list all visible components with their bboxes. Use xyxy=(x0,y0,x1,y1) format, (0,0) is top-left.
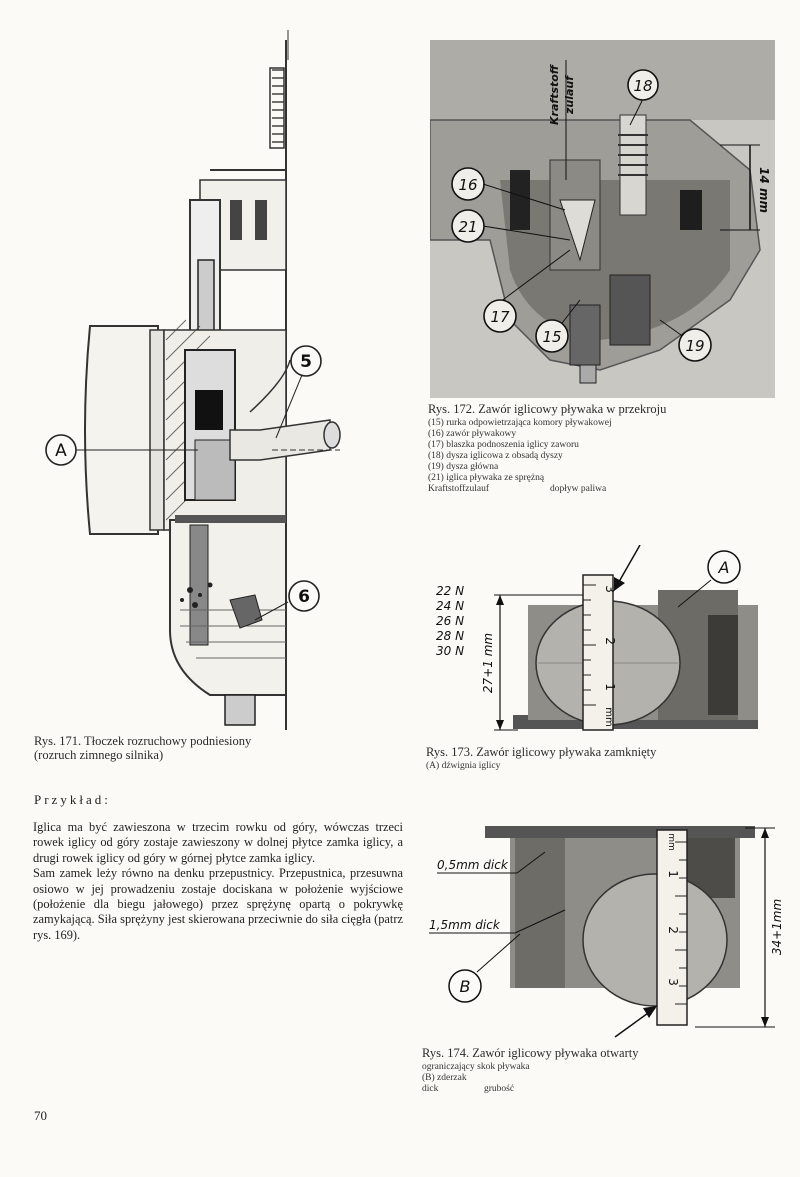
scale-mark: 3 xyxy=(666,978,680,986)
example-body: Iglica ma być zawieszona w trzecim rowku… xyxy=(33,820,403,943)
scale-mark: 1 xyxy=(666,870,680,878)
fig171-caption: Rys. 171. Tłoczek rozruchowy podniesiony… xyxy=(34,734,354,762)
page-number: 70 xyxy=(34,1108,47,1123)
example-heading: Przykład: xyxy=(34,792,111,807)
legend-item: ograniczający skok pływaka xyxy=(422,1062,530,1072)
fig174-legend: ograniczający skok pływaka (B) zderzak d… xyxy=(422,1062,782,1095)
legend-item: (17) blaszka podnoszenia iglicy zaworu xyxy=(428,440,579,450)
needle-size: 22 N xyxy=(436,584,464,598)
scale-mark: 1 xyxy=(603,683,617,691)
needle-size: 26 N xyxy=(436,614,464,628)
fig172-label-19: 19 xyxy=(685,337,704,355)
fig172-label-17: 17 xyxy=(490,308,510,326)
scale-mark: 3 xyxy=(603,585,617,593)
fig173-label-a: A xyxy=(718,558,730,577)
legend-def: dopływ paliwa xyxy=(550,484,607,494)
legend-item: (18) dysza iglicowa z obsadą dyszy xyxy=(428,451,563,461)
legend-def: grubość xyxy=(484,1084,515,1094)
fig172-zulauf: zulauf xyxy=(563,75,576,115)
fig174-label-b: B xyxy=(460,977,471,996)
figure-174-drawing: mm 1 2 3 34+1mm 0,5mm dick 1,5mm dick B xyxy=(429,826,784,1038)
fig173-caption: Rys. 173. Zawór iglicowy pływaka zamknię… xyxy=(426,745,657,759)
legend-term: dick xyxy=(422,1084,439,1094)
fig172-dim-14mm: 14 mm xyxy=(757,167,771,213)
fig174-thin: 0,5mm dick xyxy=(437,858,509,872)
fig173-legend: (A) dźwignia iglicy xyxy=(426,761,501,771)
figure-171-drawing: A 5 6 xyxy=(45,30,341,730)
fig171-caption-line2: (rozruch zimnego silnika) xyxy=(34,748,164,762)
fig174-thick: 1,5mm dick xyxy=(429,918,501,932)
fig171-label-6: 6 xyxy=(298,587,310,607)
fig174-caption-block: Rys. 174. Zawór iglicowy pływaka otwarty… xyxy=(422,1046,782,1095)
fig174-dimension: 34+1mm xyxy=(770,899,784,955)
fig172-caption: Rys. 172. Zawór iglicowy pływaka w przek… xyxy=(428,402,667,416)
example-paragraph: Sam zamek leży równo na denku przepustni… xyxy=(33,866,403,942)
fig174-caption: Rys. 174. Zawór iglicowy pływaka otwarty xyxy=(422,1046,639,1060)
legend-item: (16) zawór pływakowy xyxy=(428,429,517,439)
fig172-label-21: 21 xyxy=(458,218,477,236)
legend-item: (15) rurka odpowietrzająca komory pływak… xyxy=(428,418,612,428)
example-paragraph: Iglica ma być zawieszona w trzecim rowku… xyxy=(33,820,403,865)
fig171-caption-line1: Rys. 171. Tłoczek rozruchowy podniesiony xyxy=(34,734,252,748)
legend-item: (19) dysza główna xyxy=(428,462,499,472)
legend-term: Kraftstoffzulauf xyxy=(428,484,490,494)
legend-term-row: dick grubość xyxy=(422,1084,782,1095)
legend-item: (B) zderzak xyxy=(422,1073,467,1083)
fig172-caption-block: Rys. 172. Zawór iglicowy pływaka w przek… xyxy=(428,402,778,495)
fig172-label-18: 18 xyxy=(633,77,652,95)
needle-size: 28 N xyxy=(436,629,464,643)
fig172-label-16: 16 xyxy=(458,176,477,194)
scale-mark: mm xyxy=(666,833,676,851)
legend-term-row: Kraftstoffzulauf dopływ paliwa xyxy=(428,484,778,495)
fig173-dimension: 27+1 mm xyxy=(481,633,495,693)
fig172-label-15: 15 xyxy=(542,328,561,346)
fig172-kraftstoff: Kraftstoff xyxy=(548,63,561,125)
figure-172-photo: 14 mm Kraftstoff zulauf 18 16 21 17 15 1… xyxy=(430,40,775,398)
needle-size: 30 N xyxy=(436,644,464,658)
scale-mark: mm xyxy=(603,707,614,726)
legend-item: (21) iglica pływaka ze sprężną xyxy=(428,473,545,483)
fig171-label-a: A xyxy=(55,441,67,461)
fig172-legend: (15) rurka odpowietrzająca komory pływak… xyxy=(428,418,778,495)
scale-mark: 2 xyxy=(666,926,680,934)
figure-173-drawing: 22 N 24 N 26 N 28 N 30 N 27+1 mm 3 2 1 m… xyxy=(436,545,758,731)
needle-size: 24 N xyxy=(436,599,464,613)
fig171-label-5: 5 xyxy=(300,352,312,372)
scale-mark: 2 xyxy=(603,637,617,645)
fig173-caption-block: Rys. 173. Zawór iglicowy pływaka zamknię… xyxy=(426,745,776,772)
